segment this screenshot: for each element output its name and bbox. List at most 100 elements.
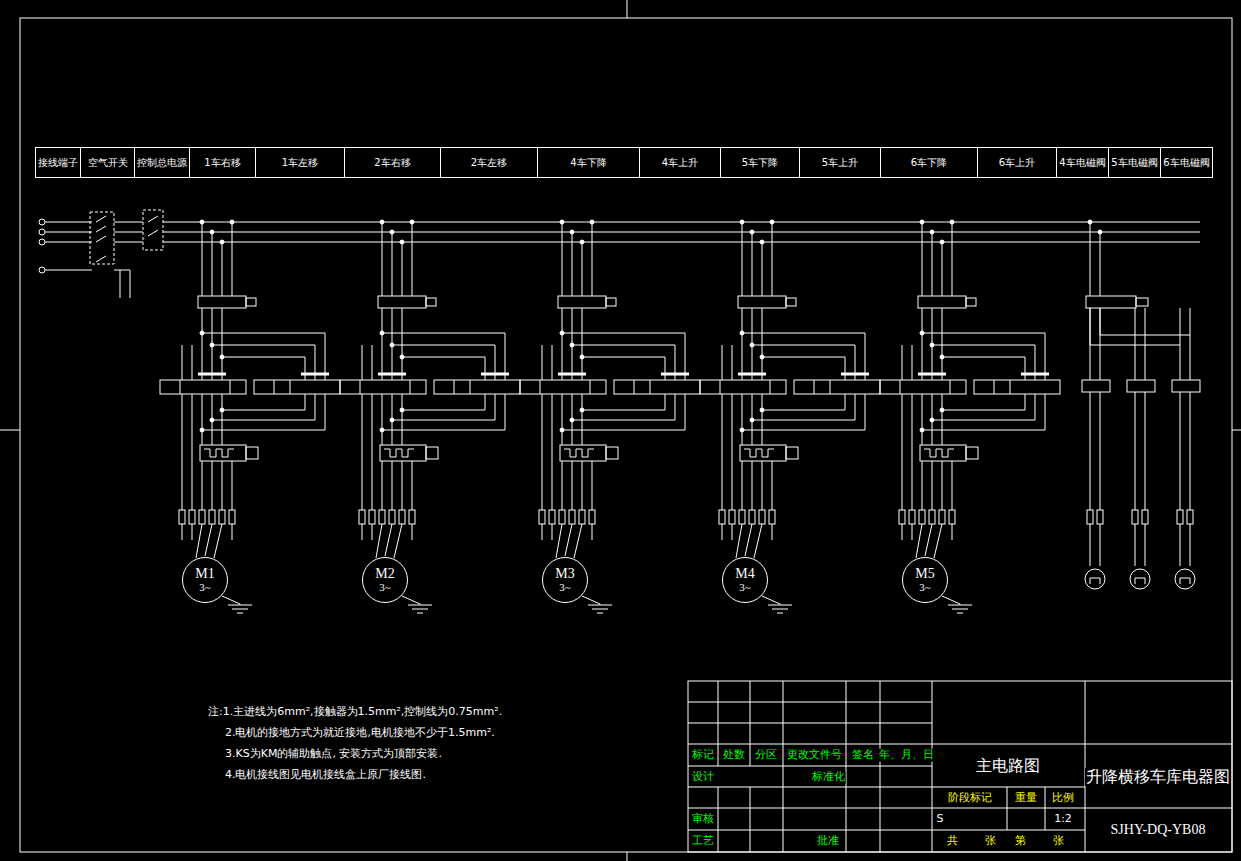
- input-section-part: [39, 219, 45, 225]
- title-field: 比例: [1051, 792, 1075, 805]
- header-text: 1车左移: [282, 158, 318, 168]
- title-field: 标记: [691, 749, 715, 762]
- title-block-grid-part: [880, 681, 881, 852]
- valve-branches-part: [1127, 308, 1155, 589]
- header-text: 4车上升: [662, 158, 698, 168]
- title-block-grid-part: [783, 681, 784, 852]
- title-block-grid-part: [1045, 787, 1046, 830]
- title-block-grid-part: [718, 681, 719, 766]
- header-cell: 4车上升: [639, 147, 721, 178]
- input-section-part: [96, 226, 106, 232]
- header-cell: 空气开关: [80, 147, 135, 178]
- input-section-part: [39, 267, 45, 273]
- title-block-grid-part: [688, 766, 932, 767]
- motor-branches-part: [520, 220, 700, 613]
- input-section: [39, 210, 1200, 298]
- header-text: 4车电磁阀: [1059, 158, 1105, 168]
- header-text: 2车右移: [374, 158, 410, 168]
- motor-phase: 3~: [379, 582, 390, 594]
- title-block-grid-part: [688, 787, 1085, 788]
- motor-branches-part: [340, 220, 520, 613]
- drawing-frame-part: [627, 852, 628, 861]
- title-field: 年、月、日: [878, 749, 935, 762]
- header-cell: 5车电磁阀: [1108, 147, 1161, 178]
- input-section-part: [114, 232, 143, 233]
- header-cell: 控制总电源: [134, 147, 190, 178]
- header-text: 5车下降: [742, 158, 778, 168]
- header-text: 6车电磁阀: [1163, 158, 1209, 168]
- valve-branches-part: [1086, 296, 1136, 308]
- input-section-part: [39, 229, 45, 235]
- project-name: 升降横移车库电器图: [1085, 768, 1231, 786]
- header-cell: 1车左移: [255, 147, 345, 178]
- valve-branches-part: [1100, 232, 1101, 296]
- drawing-frame-part: [1232, 430, 1241, 431]
- valve-branches-part: [1090, 222, 1091, 296]
- note: 4.电机接线图见电机接线盒上原厂接线图.: [224, 769, 427, 782]
- header-cell: 接线端子: [35, 147, 81, 178]
- header-text: 6车上升: [999, 158, 1035, 168]
- input-section-part: [148, 216, 158, 222]
- title-block-grid-part: [688, 744, 1232, 745]
- motor-symbol: M13~: [182, 557, 228, 603]
- title-field: 重量: [1014, 792, 1038, 805]
- valve-branches-part: [1136, 298, 1148, 306]
- note: 注:1.主进线为6mm²,接触器为1.5mm²,控制线为0.75mm².: [207, 706, 503, 719]
- title-field: 审核: [691, 813, 715, 826]
- title-field: 张: [1052, 835, 1065, 848]
- input-section-part: [120, 270, 121, 298]
- motor-symbol: M43~: [722, 557, 768, 603]
- header-cell: 2车左移: [440, 147, 538, 178]
- motor-phase: 3~: [559, 582, 570, 594]
- header-cell: 1车右移: [189, 147, 256, 178]
- input-section-part: [143, 210, 163, 250]
- drawing-frame-part: [0, 430, 20, 431]
- title-block-grid-part: [750, 787, 751, 852]
- header-cell: 4车电磁阀: [1056, 147, 1109, 178]
- valve-branches: [1082, 220, 1200, 589]
- title-field: 处数: [722, 749, 746, 762]
- input-section-part: [163, 222, 1200, 223]
- title-field: 批准: [816, 835, 840, 848]
- input-section-part: [114, 270, 130, 271]
- input-section-part: [163, 232, 1200, 233]
- title-field: 标准化: [811, 771, 846, 784]
- motor-branches-part: [700, 220, 880, 613]
- motor-phase: 3~: [199, 582, 210, 594]
- motor-name: M5: [915, 567, 934, 582]
- title-field: 分区: [754, 749, 778, 762]
- title-block-grid-part: [846, 681, 847, 852]
- motor-name: M4: [735, 567, 754, 582]
- input-section-part: [45, 270, 92, 271]
- valve-branches-part: [1088, 220, 1092, 224]
- input-section-part: [96, 216, 106, 222]
- title-field: 更改文件号: [786, 749, 843, 762]
- header-text: 控制总电源: [137, 158, 187, 168]
- header-cell: 5车下降: [720, 147, 800, 178]
- header-text: 接线端子: [38, 158, 78, 168]
- header-text: 4车下降: [570, 158, 606, 168]
- title-block-grid-part: [1085, 681, 1086, 852]
- input-section-part: [114, 222, 143, 223]
- input-section-part: [96, 256, 106, 262]
- title-field: 设计: [691, 771, 715, 784]
- title-block-grid-part: [932, 681, 933, 852]
- title-block-grid: [688, 681, 1232, 852]
- header-text: 5车电磁阀: [1111, 158, 1157, 168]
- motor-symbol: M23~: [362, 557, 408, 603]
- valve-branches-part: [1098, 230, 1102, 234]
- header-text: 6车下降: [911, 158, 947, 168]
- valve-branches-part: [1082, 308, 1110, 589]
- title-block-grid-part: [1007, 787, 1008, 830]
- motor-branches-part: [160, 220, 340, 613]
- motor-symbol: M33~: [542, 557, 588, 603]
- motor-branches-part: [880, 220, 1060, 613]
- title-block-grid-part: [688, 808, 1232, 809]
- motor-phase: 3~: [919, 582, 930, 594]
- header-cell: 6车上升: [977, 147, 1057, 178]
- motor-phase: 3~: [739, 582, 750, 594]
- title-block-grid-part: [688, 702, 932, 703]
